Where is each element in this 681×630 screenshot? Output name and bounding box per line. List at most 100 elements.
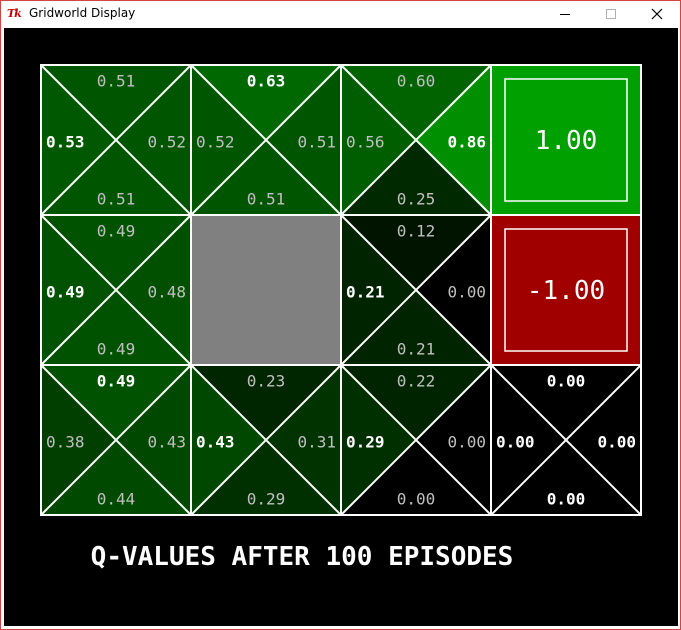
cell-r2c3-north-qvalue: 0.00 — [547, 372, 586, 391]
cell-r2c2-north-qvalue: 0.22 — [397, 372, 436, 391]
cell-r2c2-west-qvalue: 0.29 — [346, 433, 385, 452]
title-bar[interactable]: Tk Gridworld Display — [1, 1, 680, 27]
cell-r0c0-east-triangle — [116, 65, 191, 215]
cell-r2c0-east-triangle — [116, 365, 191, 515]
cell-r0c2-west-qvalue: 0.56 — [346, 133, 385, 152]
cell-r1c0-north-qvalue: 0.49 — [97, 222, 136, 241]
cell-r0c0-west-triangle — [41, 65, 116, 215]
cell-r0c0-south-triangle — [41, 140, 191, 215]
cell-r1c0-east-qvalue: 0.48 — [147, 283, 186, 302]
window-title: Gridworld Display — [29, 6, 136, 20]
cell-r0c2-diagonal — [340, 64, 492, 216]
cell-r1c0-west-qvalue: 0.49 — [46, 283, 85, 302]
cell-r1c2-south-qvalue: 0.21 — [397, 340, 436, 359]
cell-r2c1-west-qvalue: 0.43 — [196, 433, 235, 452]
cell-r0c0-diagonal — [40, 64, 192, 216]
cell-r1c2-east-triangle — [416, 215, 491, 365]
cell-r0c2-south-triangle — [341, 140, 491, 215]
cell-r2c1-south-qvalue: 0.29 — [247, 490, 286, 509]
cell-r2c0-north-qvalue: 0.49 — [97, 372, 136, 391]
cell-r2c3-diagonal — [490, 364, 642, 516]
cell-r2c0-west-qvalue: 0.38 — [46, 433, 85, 452]
cell-r2c2-diagonal — [340, 364, 492, 516]
cell-r0c0-east-qvalue: 0.52 — [147, 133, 186, 152]
q-value-grid: 0.51 0.51 0.53 0.52 0.63 0.51 0.52 0.51 0.60 0.25… — [40, 64, 642, 572]
cell-r2c2-north-triangle — [341, 365, 491, 440]
cell-r2c3-east-qvalue: 0.00 — [597, 433, 636, 452]
maximize-icon — [606, 9, 616, 19]
cell-r0c1-diagonal — [190, 64, 342, 216]
cell-r1c2-north-qvalue: 0.12 — [397, 222, 436, 241]
cell-r2c0-north-triangle — [41, 365, 191, 440]
cell-r1c2-diagonal — [340, 214, 492, 366]
cell-r0c1-north-triangle — [191, 65, 341, 140]
cell-r1c3-terminal-value: -1.00 — [527, 276, 605, 306]
cell-r0c1-east-qvalue: 0.51 — [297, 133, 336, 152]
cell-r0c0-west-qvalue: 0.53 — [46, 133, 85, 152]
cell-r1c2-east-qvalue: 0.00 — [447, 283, 486, 302]
cell-r0c1-west-triangle — [191, 65, 266, 215]
cell-r0c1-west-qvalue: 0.52 — [196, 133, 235, 152]
cell-r0c0-north-triangle — [41, 65, 191, 140]
cell-r2c1-north-triangle — [191, 365, 341, 440]
close-icon — [651, 8, 663, 20]
cell-r2c1-east-triangle — [266, 365, 341, 515]
minimize-button[interactable] — [542, 1, 588, 27]
cell-r1c0-east-triangle — [116, 215, 191, 365]
cell-r2c3-south-qvalue: 0.00 — [547, 490, 586, 509]
cell-r2c3-west-qvalue: 0.00 — [496, 433, 535, 452]
cell-r0c1-east-triangle — [266, 65, 341, 215]
cell-r0c0-north-qvalue: 0.51 — [97, 72, 136, 91]
cell-r2c2-east-triangle — [416, 365, 491, 515]
cell-r1c0-west-triangle — [41, 215, 116, 365]
minimize-icon — [560, 14, 570, 15]
cell-r2c3-south-triangle — [491, 440, 641, 515]
cell-r2c1-diagonal — [190, 364, 342, 516]
cell-r2c0-west-triangle — [41, 365, 116, 515]
cell-r1c0-diagonal — [40, 214, 192, 366]
cell-r1c3-terminal-inner — [504, 228, 628, 352]
cell-r0c2-east-triangle — [416, 65, 491, 215]
cell-r1c2-west-qvalue: 0.21 — [346, 283, 385, 302]
cell-r2c2-south-triangle — [341, 440, 491, 515]
cell-r0c2-west-triangle — [341, 65, 416, 215]
cell-r1c0-north-triangle — [41, 215, 191, 290]
cell-r0c1-south-qvalue: 0.51 — [247, 190, 286, 209]
cell-r0c2-north-triangle — [341, 65, 491, 140]
cell-r1c0-south-qvalue: 0.49 — [97, 340, 136, 359]
caption: Q-VALUES AFTER 100 EPISODES — [91, 542, 514, 572]
cell-r2c2-south-qvalue: 0.00 — [397, 490, 436, 509]
cell-r1c1-wall — [190, 214, 342, 366]
cell-r2c3-east-triangle — [566, 365, 641, 515]
cell-r0c2-north-qvalue: 0.60 — [397, 72, 436, 91]
cell-r0c0-south-qvalue: 0.51 — [97, 190, 136, 209]
cell-r2c0-diagonal — [40, 364, 192, 516]
cell-r2c1-south-triangle — [191, 440, 341, 515]
cell-r1c3-terminal — [490, 214, 642, 366]
cell-r0c3-terminal-value: 1.00 — [535, 126, 598, 156]
cell-r0c2-south-qvalue: 0.25 — [397, 190, 436, 209]
cell-r2c2-west-triangle — [341, 365, 416, 515]
cell-r1c0-south-triangle — [41, 290, 191, 365]
cell-r2c0-south-triangle — [41, 440, 191, 515]
maximize-button[interactable] — [588, 1, 634, 27]
cell-r2c1-north-qvalue: 0.23 — [247, 372, 286, 391]
cell-r2c0-east-qvalue: 0.43 — [147, 433, 186, 452]
cell-r2c3-north-triangle — [491, 365, 641, 440]
cell-r0c2-east-qvalue: 0.86 — [447, 133, 486, 152]
close-button[interactable] — [634, 1, 680, 27]
cell-r2c1-west-triangle — [191, 365, 266, 515]
cell-r2c3-west-triangle — [491, 365, 566, 515]
cell-r2c2-east-qvalue: 0.00 — [447, 433, 486, 452]
cell-r0c3-terminal — [490, 64, 642, 216]
cell-r2c1-east-qvalue: 0.31 — [297, 433, 336, 452]
cell-r0c3-terminal-inner — [504, 78, 628, 202]
gridworld-canvas: 0.51 0.51 0.53 0.52 0.63 0.51 0.52 0.51 0.60 0.25… — [4, 28, 678, 626]
cell-r0c1-north-qvalue: 0.63 — [247, 72, 286, 91]
cell-r1c2-south-triangle — [341, 290, 491, 365]
cell-r2c0-south-qvalue: 0.44 — [97, 490, 136, 509]
cell-r1c2-west-triangle — [341, 215, 416, 365]
tk-app-icon: Tk — [7, 7, 22, 20]
cell-r1c2-north-triangle — [341, 215, 491, 290]
